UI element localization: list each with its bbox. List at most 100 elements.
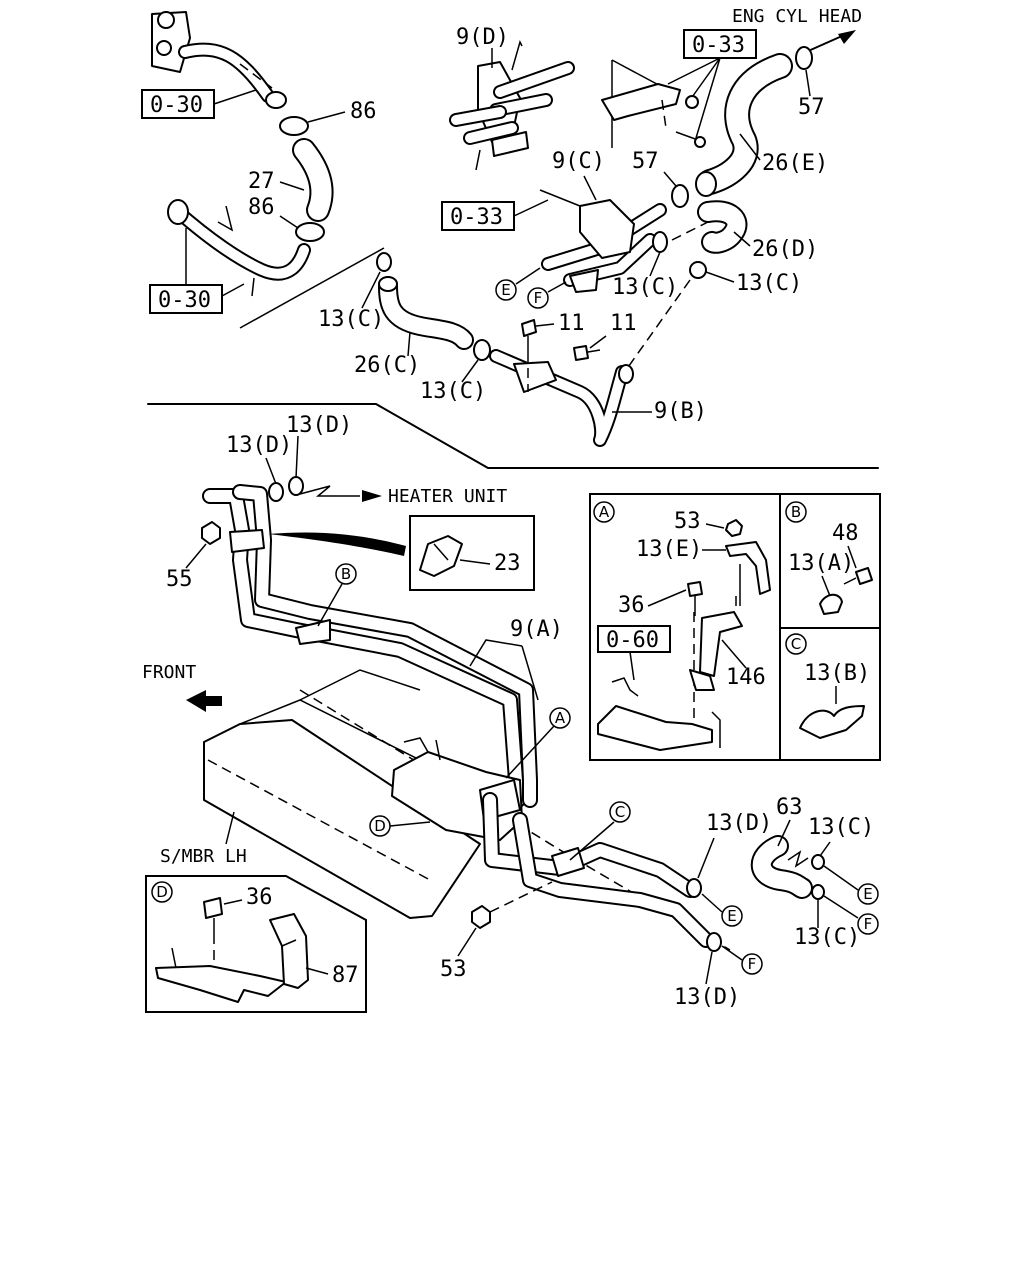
clip-13b: [799, 705, 865, 739]
heater-unit-label: HEATER UNIT: [388, 486, 507, 507]
section-divider: [147, 403, 879, 469]
label-27: 27: [248, 169, 275, 194]
nut-53-lower: [471, 905, 491, 929]
label-13d-d: 13(D): [674, 985, 740, 1010]
label-13e: 13(E): [636, 537, 702, 562]
label-23: 23: [494, 551, 521, 576]
pipe-9b: [489, 349, 634, 447]
detail-a-marker: [593, 501, 615, 523]
hose-clamp-13d-c: [686, 878, 702, 898]
hose-clamp-86-top: [279, 116, 309, 136]
label-26c: 26(C): [354, 353, 420, 378]
label-86-lower: 86: [248, 195, 275, 220]
label-26d: 26(D): [752, 237, 818, 262]
label-13c-a: 13(C): [612, 275, 678, 300]
label-53-lower: 53: [440, 957, 467, 982]
hose-26e: [695, 53, 793, 197]
bolt-11-a: [521, 319, 537, 352]
svg-text:D: D: [156, 883, 168, 901]
front-arrow: [186, 690, 222, 712]
ref-030-lower: 0-30: [158, 288, 211, 313]
bolt-11-b: [573, 345, 601, 361]
hose-27: [292, 138, 334, 222]
label-11-a: 11: [558, 311, 585, 336]
label-13c-e: 13(C): [808, 815, 874, 840]
label-13c-f: 13(C): [794, 925, 860, 950]
hose-clamp-13d-a: [268, 482, 284, 502]
detail-d-marker: [151, 881, 173, 903]
ref-060: 0-60: [606, 628, 659, 653]
nut-53-detail: [725, 519, 743, 537]
svg-text:E: E: [501, 281, 510, 299]
bracket-d: [155, 947, 287, 1003]
water-outlet-fitting: [151, 11, 287, 109]
svg-text:E: E: [727, 907, 736, 925]
hose-63: [750, 835, 813, 899]
svg-text:D: D: [374, 817, 386, 835]
label-13b: 13(B): [804, 661, 870, 686]
hose-clamp-13d-d: [706, 932, 722, 952]
svg-text:C: C: [791, 635, 801, 653]
clip-23: [419, 535, 463, 577]
label-13d-b: 13(D): [226, 433, 292, 458]
callout-a-main: [549, 707, 571, 729]
ref-box-033-mid: [441, 201, 515, 231]
label-48: 48: [832, 521, 859, 546]
ref-box-060: [597, 625, 671, 653]
callout-c-main: [609, 801, 631, 823]
label-13d-c: 13(D): [706, 811, 772, 836]
label-13c-d: 13(C): [420, 379, 486, 404]
label-55: 55: [166, 567, 193, 592]
hose-clamp-86-lower: [295, 222, 325, 242]
svg-text:F: F: [748, 955, 757, 973]
pipe-9a: [202, 484, 538, 808]
front-label: FRONT: [142, 662, 196, 683]
hose-clamp-13c-c: [376, 252, 392, 272]
callout-e-upper: [495, 279, 517, 301]
label-63: 63: [776, 795, 803, 820]
label-53-detail: 53: [674, 509, 701, 534]
callout-e-right: [857, 883, 879, 905]
label-36-d: 36: [246, 885, 273, 910]
eng-cyl-head-arrow: [805, 35, 843, 53]
label-87: 87: [332, 963, 359, 988]
svg-text:F: F: [534, 289, 543, 307]
heater-pipes-right: [482, 792, 714, 948]
label-11-b: 11: [610, 311, 637, 336]
hose-clamp-57-top: [795, 46, 813, 70]
label-9c: 9(C): [552, 149, 605, 174]
nut-55: [201, 521, 221, 545]
ref-box-033-top: [683, 29, 757, 59]
hose-clamp-13c-a: [652, 231, 668, 253]
hose-clamp-13c-e: [811, 854, 825, 870]
svg-text:F: F: [864, 915, 873, 933]
detail-c-marker: [785, 633, 807, 655]
bracket-13e: [725, 541, 771, 606]
callout-f-upper: [527, 287, 549, 309]
label-9d: 9(D): [456, 25, 509, 50]
hose-clamp-13c-d: [473, 339, 491, 361]
bolt-36-detail: [687, 581, 703, 616]
svg-text:A: A: [555, 709, 566, 727]
callout-f-right: [857, 913, 879, 935]
label-13a: 13(A): [788, 551, 854, 576]
label-57-mid: 57: [632, 149, 659, 174]
detail-b-marker: [785, 501, 807, 523]
pipe-bracket-9d: [449, 39, 575, 171]
hose-clamp-13d-b: [288, 476, 304, 496]
callout-b-main: [335, 563, 357, 585]
label-36-detail: 36: [618, 593, 645, 618]
heater-unit-arrow-line: [299, 485, 360, 497]
hose-clamp-13c-f: [811, 884, 825, 900]
label-13d-a: 13(D): [286, 413, 352, 438]
detail-pointer-23: [268, 532, 406, 556]
hose-clamp-57-mid: [671, 184, 689, 208]
callout-e-lower: [721, 905, 743, 927]
label-9b: 9(B): [654, 399, 707, 424]
ref-box-030-lower: [149, 284, 223, 314]
callout-f-lower: [741, 953, 763, 975]
mount-bracket-060: [597, 669, 721, 751]
svg-text:B: B: [791, 503, 801, 521]
label-26e: 26(E): [762, 151, 828, 176]
